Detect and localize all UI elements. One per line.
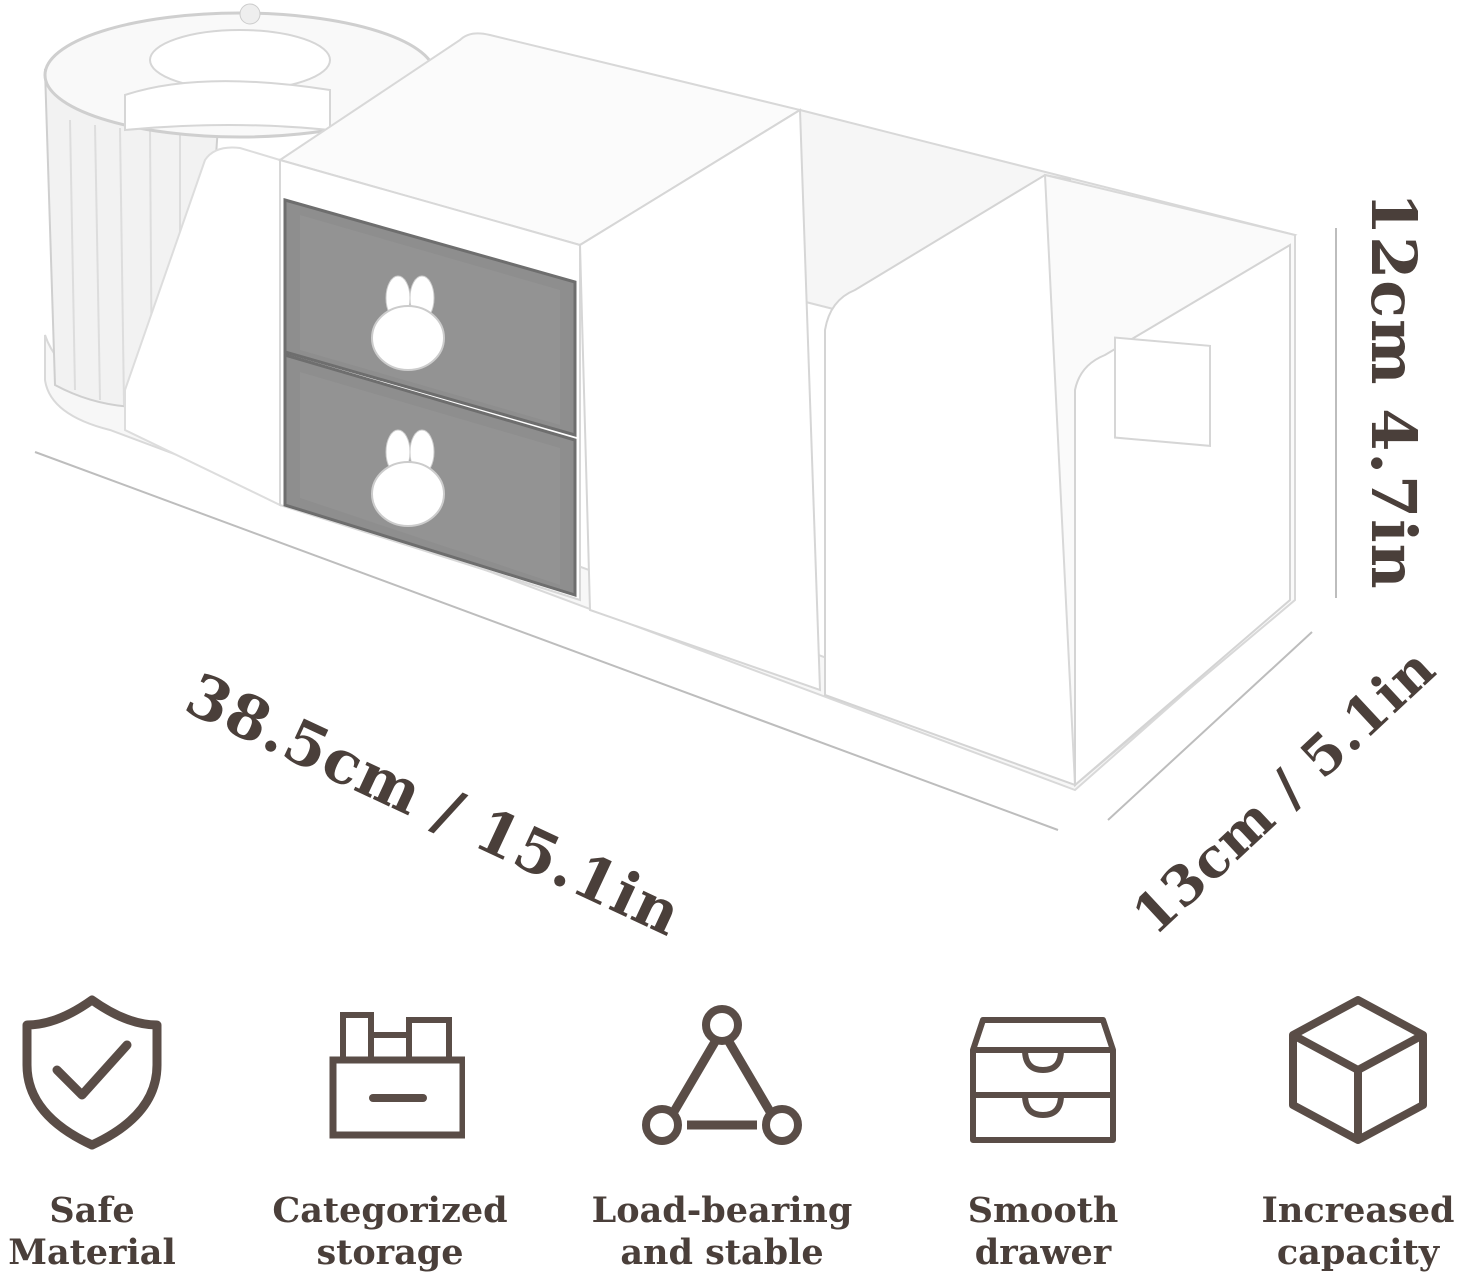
cube-icon — [1289, 996, 1427, 1144]
shield-check-icon — [22, 995, 162, 1150]
feature-safe-material: Safe Material — [0, 990, 232, 1284]
feature-label: Smooth drawer — [967, 1190, 1119, 1273]
bunny-knob-bottom[interactable] — [371, 429, 445, 527]
triangle-nodes-icon — [642, 1005, 802, 1145]
desk-organizer-illustration — [34, 3, 1337, 831]
feature-label: Safe Material — [8, 1190, 176, 1273]
bunny-knob-top[interactable] — [371, 275, 445, 371]
feature-label: Load-bearing and stable — [591, 1190, 853, 1273]
feature-categorized-storage: Categorized storage — [250, 990, 530, 1284]
height-dimension-label: 12cm 4.7in — [1357, 192, 1430, 590]
feature-row: Safe Material Categorized storage Load-b… — [0, 990, 1461, 1284]
compartment-1 — [578, 108, 822, 692]
feature-label: Categorized storage — [272, 1190, 508, 1273]
depth-dimension-line — [1107, 631, 1313, 821]
length-dimension-line — [34, 451, 1059, 831]
drawer-icon — [970, 1017, 1116, 1143]
feature-increased-capacity: Increased capacity — [1218, 990, 1461, 1284]
top-block — [277, 32, 803, 247]
feature-label: Increased capacity — [1261, 1190, 1455, 1273]
feature-load-bearing: Load-bearing and stable — [582, 990, 862, 1284]
feature-smooth-drawer: Smooth drawer — [903, 990, 1183, 1284]
storage-box-icon — [329, 1012, 465, 1139]
